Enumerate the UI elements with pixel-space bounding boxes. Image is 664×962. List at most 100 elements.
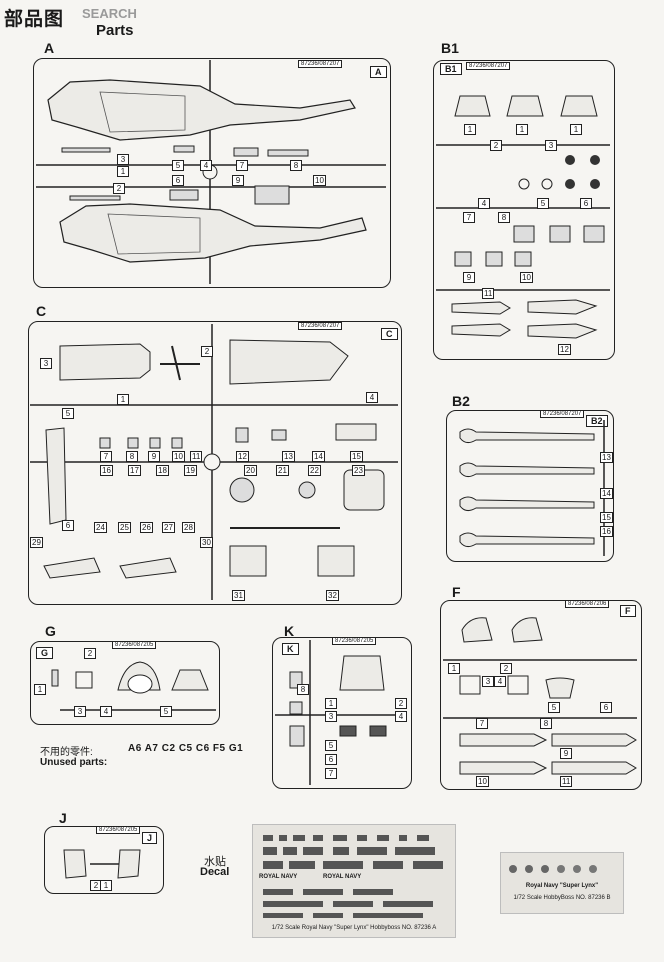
sprue-j-tag: J	[142, 832, 158, 844]
part-f-1: 1	[448, 663, 460, 674]
part-f-5: 5	[548, 702, 560, 713]
part-c-5: 5	[62, 408, 74, 419]
part-b1-7: 7	[463, 212, 475, 223]
sprue-c-code: 87236/087207	[298, 322, 343, 330]
part-c-3: 3	[40, 358, 52, 369]
sprue-a-code: 87236/087207	[298, 60, 343, 68]
sprue-k-label: K	[284, 623, 295, 639]
decal-sheet-a-caption: 1/72 Scale Royal Navy "Super Lynx" Hobby…	[271, 925, 437, 931]
part-c-7: 7	[100, 451, 112, 462]
unused-parts-label-en: Unused parts:	[40, 757, 108, 768]
fuselage-right-half	[59, 203, 367, 263]
part-b1-3: 3	[545, 140, 557, 151]
part-c-21: 21	[276, 465, 289, 476]
part-f-8: 8	[540, 718, 552, 729]
sprue-f-frame	[440, 600, 642, 790]
part-c-1: 1	[117, 394, 129, 405]
part-c-16: 16	[100, 465, 113, 476]
part-f-7: 7	[476, 718, 488, 729]
part-c-32: 32	[326, 590, 339, 601]
part-b1-1: 1	[464, 124, 476, 135]
part-b1-4: 4	[478, 198, 490, 209]
sprue-b1-frame	[433, 60, 615, 360]
part-f-11: 11	[560, 776, 573, 787]
part-f-10: 10	[476, 776, 489, 787]
part-c-4: 4	[366, 392, 378, 403]
part-a-4: 4	[200, 160, 212, 171]
part-b1-1c: 1	[570, 124, 582, 135]
part-b1-2: 2	[490, 140, 502, 151]
decal-sheet-b: Royal Navy "Super Lynx" 1/72 Scale Hobby…	[500, 852, 624, 914]
sprue-b2-code: 87236/087207	[540, 410, 585, 418]
decal-sheet-a: ROYAL NAVY ROYAL NAVY 1/72 Scale Royal N…	[252, 824, 456, 938]
part-f-6: 6	[600, 702, 612, 713]
part-a-6: 6	[172, 175, 184, 186]
part-k-7: 7	[325, 768, 337, 779]
sprue-f-code: 87236/087206	[565, 600, 610, 608]
sprue-k-code: 87236/087205	[332, 637, 377, 645]
part-a-10: 10	[313, 175, 326, 186]
part-c-12: 12	[236, 451, 249, 462]
sprue-j-code: 87236/087205	[96, 826, 141, 834]
sprue-j-label: J	[59, 810, 67, 826]
part-b1-10: 10	[520, 272, 533, 283]
part-b1-9: 9	[463, 272, 475, 283]
decal-royal-navy-1: ROYAL NAVY	[259, 874, 298, 880]
sprue-b1-code: 87236/087207	[466, 62, 511, 70]
part-a-9: 9	[232, 175, 244, 186]
part-c-2: 2	[201, 346, 213, 357]
part-c-20: 20	[244, 465, 257, 476]
part-b1-1b: 1	[516, 124, 528, 135]
part-g-1: 1	[34, 684, 46, 695]
page-title-en: Parts	[96, 22, 134, 39]
sprue-b1-tag: B1	[440, 63, 462, 75]
part-k-6: 6	[325, 754, 337, 765]
part-g-2: 2	[84, 648, 96, 659]
part-f-2: 2	[500, 663, 512, 674]
sprue-g-code: 87236/087205	[112, 641, 157, 649]
part-b1-6: 6	[580, 198, 592, 209]
part-a-8: 8	[290, 160, 302, 171]
sprue-g-tag: G	[36, 647, 54, 659]
part-k-4: 4	[395, 711, 407, 722]
part-k-3: 3	[325, 711, 337, 722]
part-c-13: 13	[282, 451, 295, 462]
part-b2-13: 13	[600, 452, 613, 463]
part-b2-16: 16	[600, 526, 613, 537]
sprue-b2-frame	[446, 410, 614, 562]
decal-label-cn: 水贴	[204, 856, 226, 868]
part-c-10: 10	[172, 451, 185, 462]
part-b1-5: 5	[537, 198, 549, 209]
sprue-f-label: F	[452, 584, 461, 600]
part-c-23: 23	[352, 465, 365, 476]
sprue-c-tag: C	[381, 328, 398, 340]
part-k-8: 8	[297, 684, 309, 695]
part-k-5: 5	[325, 740, 337, 751]
part-c-29: 29	[30, 537, 43, 548]
part-g-5: 5	[160, 706, 172, 717]
part-c-6: 6	[62, 520, 74, 531]
part-c-9: 9	[148, 451, 160, 462]
part-c-28: 28	[182, 522, 195, 533]
part-j-1: 1	[100, 880, 112, 891]
part-a-3: 3	[117, 154, 129, 165]
decal-sheet-b-roundels	[509, 865, 597, 873]
part-c-24: 24	[94, 522, 107, 533]
part-k-1: 1	[325, 698, 337, 709]
decal-sheet-a-markings	[263, 835, 443, 918]
part-c-8: 8	[126, 451, 138, 462]
part-c-17: 17	[128, 465, 141, 476]
part-c-31: 31	[232, 590, 245, 601]
part-a-1: 1	[117, 166, 129, 177]
part-f-3: 3	[482, 676, 494, 687]
part-c-18: 18	[156, 465, 169, 476]
sprue-k-tag: K	[282, 643, 299, 655]
part-b2-15: 15	[600, 512, 613, 523]
watermark: SEARCH	[82, 6, 137, 21]
unused-parts-label-cn: 不用的零件:	[40, 747, 93, 758]
decal-sheet-b-title: Royal Navy "Super Lynx"	[525, 883, 599, 889]
